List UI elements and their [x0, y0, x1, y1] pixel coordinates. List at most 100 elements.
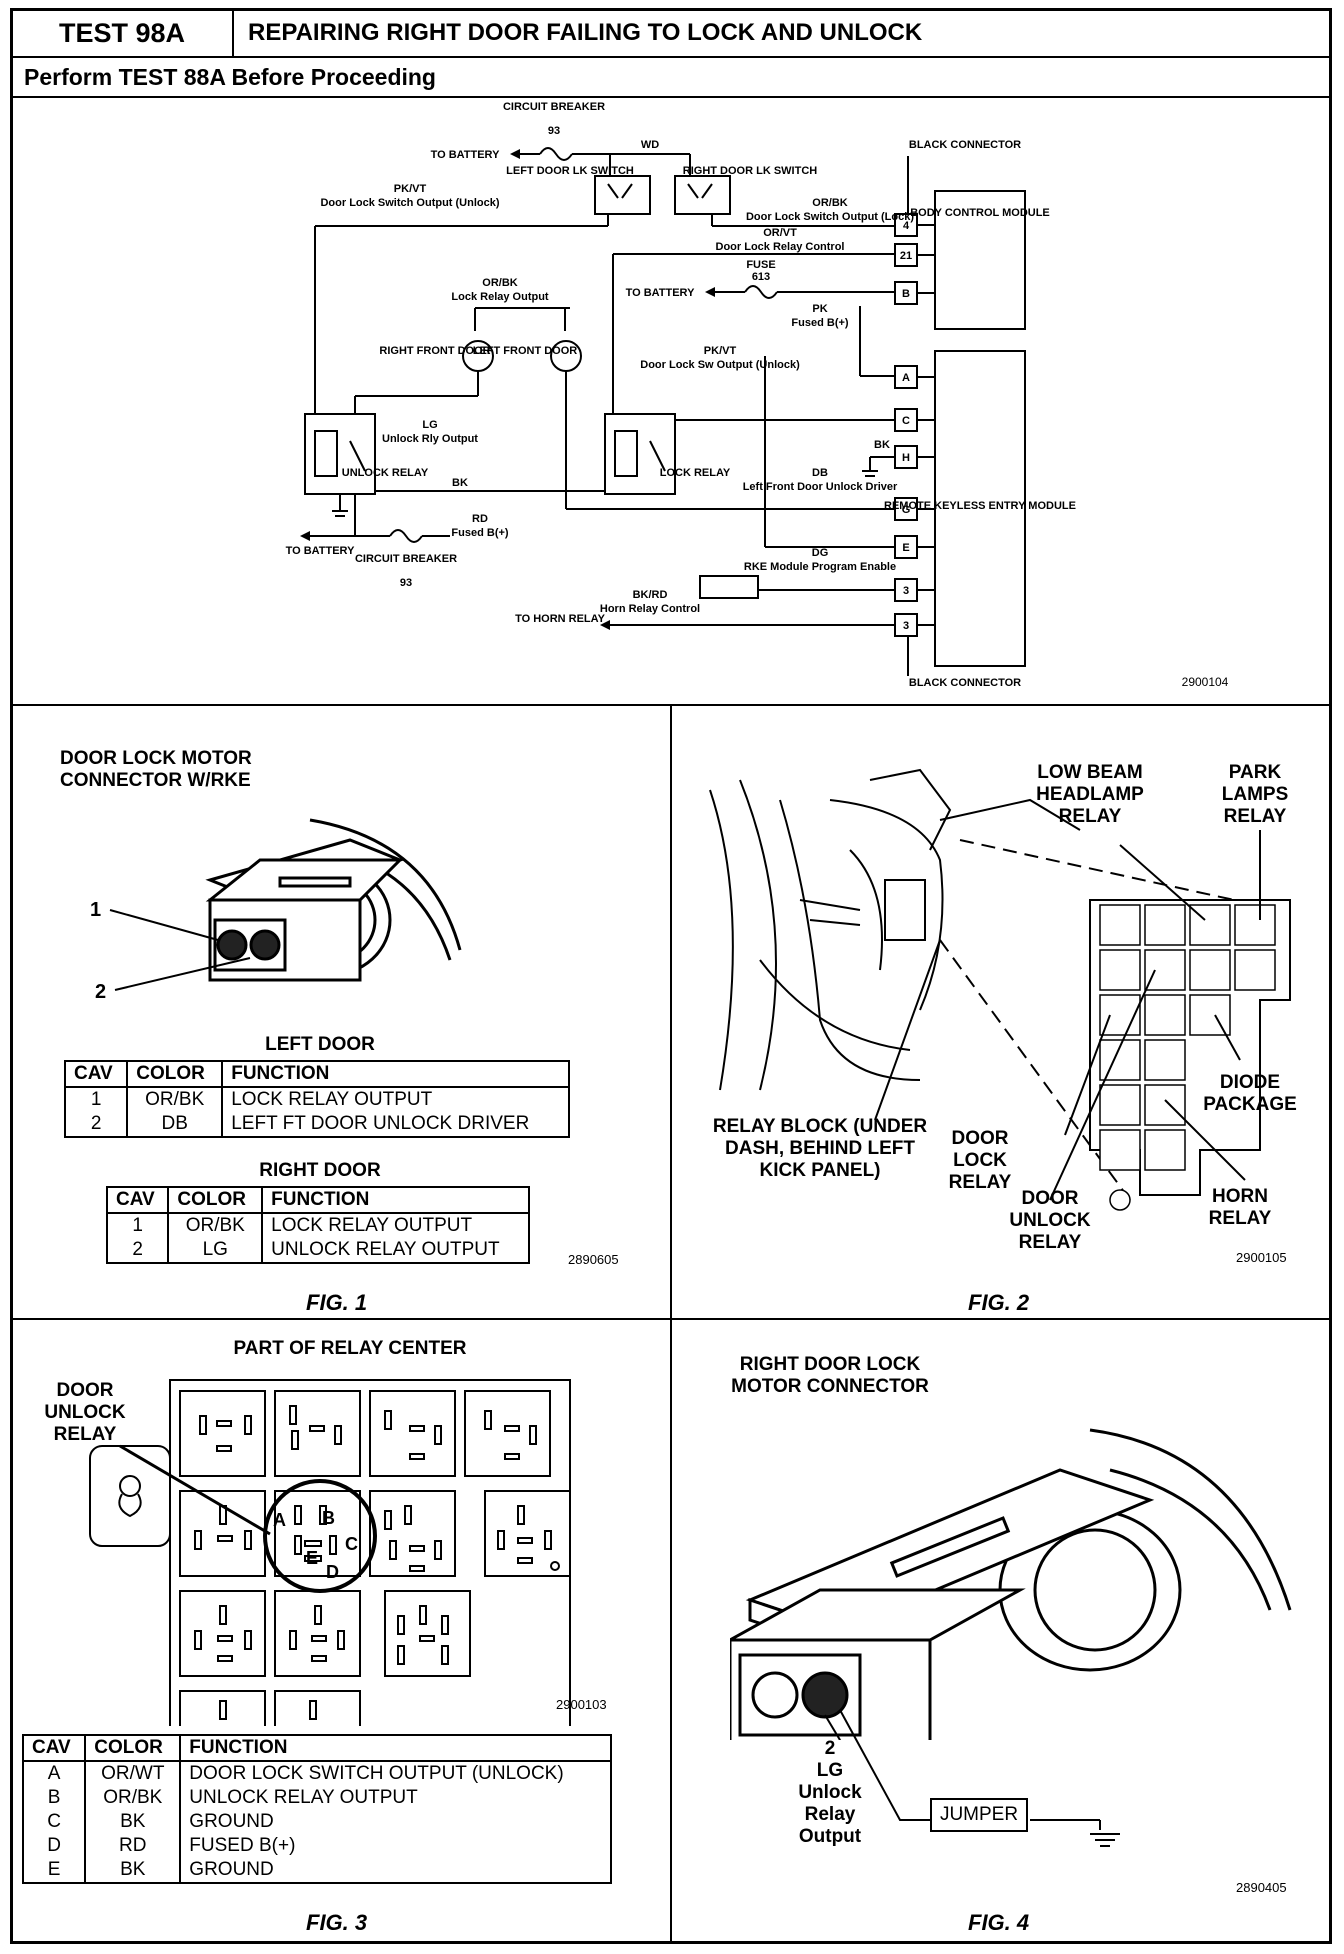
cell-cav: E — [21, 1858, 87, 1883]
schematic-pkvt-func-2: Door Lock Sw Output (Unlock) — [640, 359, 800, 371]
page-subtitle: Perform TEST 88A Before Proceeding — [10, 56, 1332, 98]
schematic-black-connector-top: BLACK CONNECTOR — [909, 139, 1021, 151]
fig3-pin-a: A — [273, 1510, 286, 1530]
schematic-cb-top-num: 93 — [548, 125, 560, 137]
cell-color: BK — [84, 1858, 182, 1883]
schematic-unlock-relay: UNLOCK RELAY — [342, 467, 429, 479]
fig4-wire-func-2: Relay — [804, 1804, 856, 1825]
fig2-door-unlock-relay-label: DOOR UNLOCK RELAY — [1009, 1188, 1091, 1253]
cell-color: BK — [84, 1810, 182, 1834]
test-id: TEST 98A — [10, 8, 234, 58]
wiring-schematic: CIRCUIT BREAKER 93 TO BATTERY WD LEFT DO… — [286, 101, 1229, 689]
fig4-caption: FIG. 4 — [968, 1910, 1030, 1935]
schematic-pkvt-color-2: PK/VT — [704, 345, 737, 357]
cell-color: LG — [167, 1238, 264, 1263]
cell-function: DOOR LOCK SWITCH OUTPUT (UNLOCK) — [179, 1761, 612, 1786]
fig2-caption: FIG. 2 — [968, 1290, 1030, 1315]
fig1-left-door-table: CAV COLOR FUNCTION 1 OR/BK LOCK RELAY OU… — [63, 1060, 570, 1138]
schematic-pin-4: 4 — [903, 220, 910, 232]
schematic-fuse: FUSE — [746, 259, 775, 271]
schematic-lg-color: LG — [422, 419, 437, 431]
schematic-bkrd-func: Horn Relay Control — [600, 603, 700, 615]
col-cav: CAV — [63, 1060, 129, 1088]
schematic-pin-b: B — [902, 288, 910, 300]
fig2-low-beam-label: LOW BEAM HEADLAMP RELAY — [1036, 762, 1144, 827]
table-row: 1 OR/BK LOCK RELAY OUTPUT — [105, 1213, 530, 1238]
fig3-pin-b: B — [322, 1508, 335, 1528]
right-door-lock-motor-connector-illustration — [730, 1428, 1292, 1740]
table-row: E BK GROUND — [21, 1858, 612, 1883]
table-row: 1 OR/BK LOCK RELAY OUTPUT — [63, 1087, 570, 1112]
table-row: D RD FUSED B(+) — [21, 1834, 612, 1858]
schematic-pin-h: H — [902, 452, 910, 464]
schematic-pin-3b: 3 — [903, 620, 909, 632]
schematic-left-switch: LEFT DOOR LK SWITCH — [506, 165, 634, 177]
schematic-rke-module: REMOTE KEYLESS ENTRY MODULE — [884, 500, 1076, 512]
fig3-id: 2900103 — [556, 1697, 607, 1712]
schematic-figure-id: 2900104 — [1182, 675, 1229, 689]
schematic-wd: WD — [641, 139, 659, 151]
cell-cav: 2 — [105, 1238, 170, 1263]
cell-cav: C — [21, 1810, 87, 1834]
page-subtitle-text: Perform TEST 88A Before Proceeding — [24, 63, 436, 90]
schematic-cb-bottom-num: 93 — [400, 577, 412, 589]
schematic-db-func: Left Front Door Unlock Driver — [743, 481, 898, 493]
cell-cav: B — [21, 1786, 87, 1810]
cell-color: RD — [84, 1834, 182, 1858]
fig3-pin-d: D — [326, 1562, 339, 1582]
schematic-pin-e: E — [902, 542, 909, 554]
schematic-pin-g: G — [902, 504, 911, 516]
schematic-cb-bottom: CIRCUIT BREAKER — [355, 553, 457, 565]
fig4-pin-label: 2 — [824, 1738, 836, 1759]
fig2-diode-package-label: DIODE PACKAGE — [1203, 1072, 1297, 1115]
fig2-park-lamps-label: PARK LAMPS RELAY — [1221, 762, 1289, 827]
col-cav: CAV — [21, 1734, 87, 1762]
table-row: 2 DB LEFT FT DOOR UNLOCK DRIVER — [63, 1112, 570, 1137]
fig4-wire-color: LG — [816, 1760, 844, 1781]
schematic-dg-func: RKE Module Program Enable — [744, 561, 896, 573]
fig2-horn-relay-label: HORN RELAY — [1208, 1186, 1272, 1229]
cell-function: FUSED B(+) — [179, 1834, 612, 1858]
schematic-orbk-color-2: OR/BK — [482, 277, 518, 289]
schematic-to-battery-3: TO BATTERY — [286, 545, 356, 557]
schematic-orbk-func-2: Lock Relay Output — [451, 291, 549, 303]
col-color: COLOR — [167, 1186, 264, 1214]
schematic-left-front-door: LEFT FRONT DOOR — [473, 345, 578, 357]
fig1-caption: FIG. 1 — [306, 1290, 368, 1315]
schematic-lg-func: Unlock Rly Output — [382, 433, 478, 445]
col-color: COLOR — [84, 1734, 182, 1762]
jumper-box: JUMPER — [930, 1798, 1028, 1832]
schematic-pin-c: C — [902, 415, 910, 427]
cell-function: LEFT FT DOOR UNLOCK DRIVER — [221, 1112, 570, 1137]
schematic-pin-3a: 3 — [903, 585, 909, 597]
page-title-text: REPAIRING RIGHT DOOR FAILING TO LOCK AND… — [248, 19, 923, 46]
fig1-pin-1: 1 — [90, 899, 101, 921]
fig4-id: 2890405 — [1236, 1880, 1287, 1895]
schematic-cb-top: CIRCUIT BREAKER — [503, 101, 605, 113]
test-id-text: TEST 98A — [58, 17, 186, 48]
schematic-rd-func: Fused B(+) — [451, 527, 508, 539]
fig1-right-door-table: CAV COLOR FUNCTION 1 OR/BK LOCK RELAY OU… — [105, 1186, 530, 1264]
fig4-panel — [670, 1318, 1332, 1944]
page-title: REPAIRING RIGHT DOOR FAILING TO LOCK AND… — [232, 8, 1332, 58]
schematic-right-front-door: RIGHT FRONT DOOR — [379, 345, 490, 357]
fig1-pin-2: 2 — [95, 981, 106, 1003]
schematic-right-switch: RIGHT DOOR LK SWITCH — [683, 165, 817, 177]
col-function: FUNCTION — [261, 1186, 530, 1214]
fig3-relay-table: CAV COLOR FUNCTION A OR/WT DOOR LOCK SWI… — [21, 1734, 612, 1884]
schematic-db-color: DB — [812, 467, 828, 479]
schematic-lock-relay: LOCK RELAY — [660, 467, 731, 479]
col-function: FUNCTION — [221, 1060, 570, 1088]
schematic-to-battery-2: TO BATTERY — [626, 287, 696, 299]
fig1-right-door-heading: RIGHT DOOR — [259, 1160, 381, 1181]
fig3-pin-e: E — [306, 1548, 318, 1568]
cell-function: LOCK RELAY OUTPUT — [261, 1213, 530, 1238]
cell-cav: 2 — [63, 1112, 129, 1137]
col-cav: CAV — [105, 1186, 170, 1214]
schematic-pk-color: PK — [812, 303, 827, 315]
schematic-pkvt-color-1: PK/VT — [394, 183, 427, 195]
cell-function: UNLOCK RELAY OUTPUT — [261, 1238, 530, 1263]
fig4-wire-func-1: Unlock — [798, 1782, 862, 1803]
schematic-bk-1: BK — [452, 477, 468, 489]
schematic-black-connector-bottom: BLACK CONNECTOR — [909, 677, 1021, 689]
